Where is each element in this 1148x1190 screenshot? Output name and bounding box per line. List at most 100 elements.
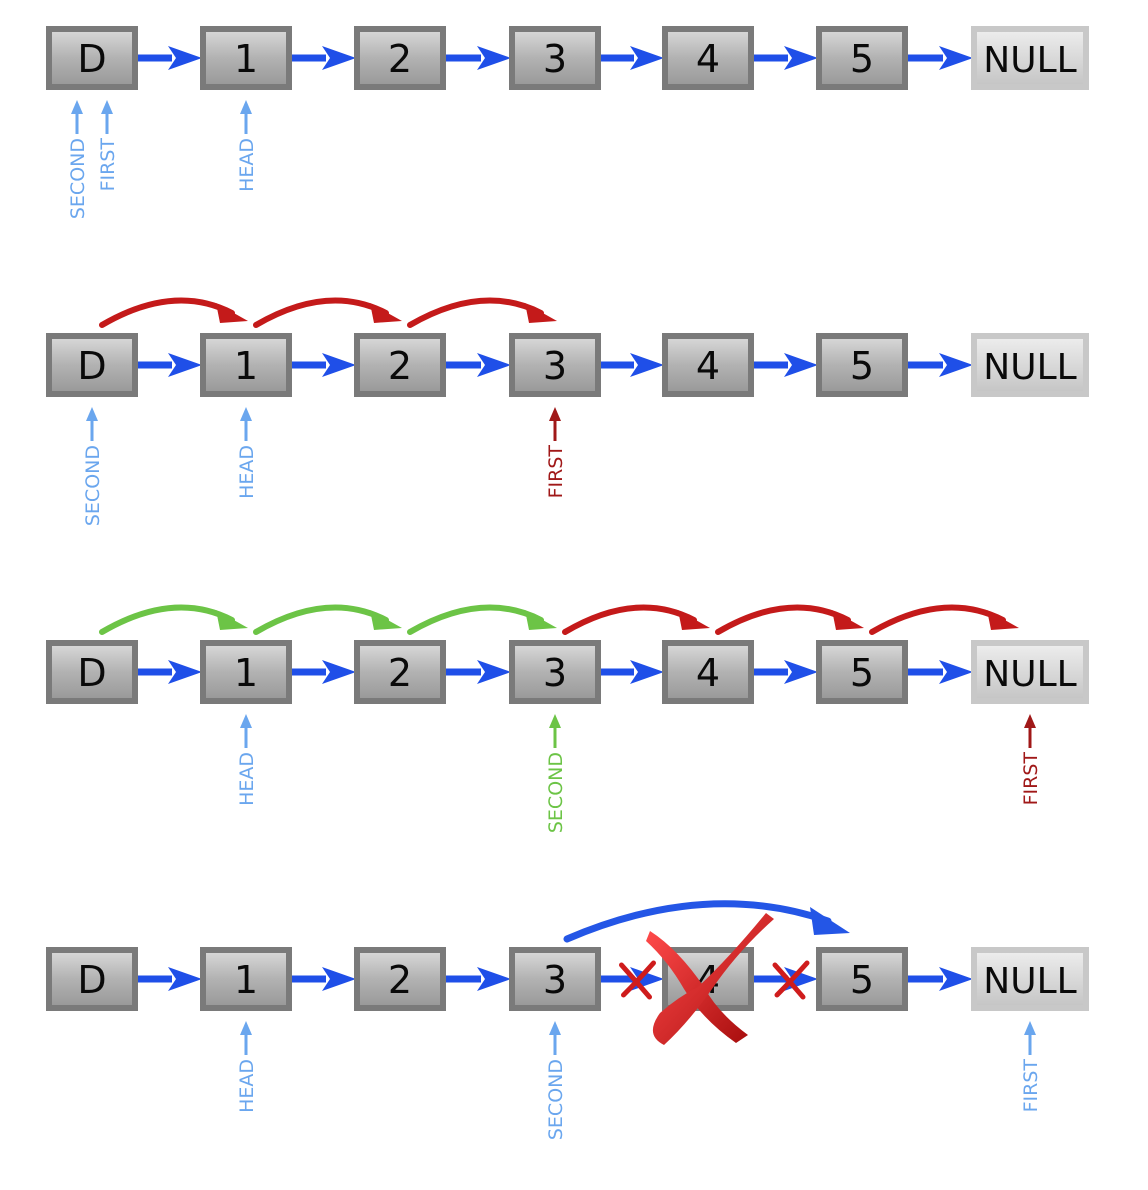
pointer-arrowhead	[549, 714, 561, 728]
node-face	[822, 953, 902, 1005]
link-arrow	[290, 660, 356, 684]
link-arrow	[290, 353, 356, 377]
pointer-label: HEAD	[236, 752, 258, 806]
node-label: 3	[543, 344, 567, 388]
hop-curve	[715, 604, 851, 635]
link-arrow	[752, 960, 818, 1000]
node-1: 1	[200, 640, 292, 704]
node-face	[360, 32, 440, 84]
link-head	[784, 660, 818, 684]
hop-head	[987, 610, 1019, 630]
link-head	[784, 46, 818, 70]
link-arrow	[752, 46, 818, 70]
link-head	[939, 967, 973, 991]
node-label: 1	[234, 651, 258, 695]
link-head	[322, 967, 356, 991]
node-2: 2	[354, 947, 446, 1011]
bypass-head	[810, 907, 850, 935]
node-2: 2	[354, 26, 446, 90]
node-3: 3	[509, 640, 601, 704]
hop-curve	[253, 297, 389, 328]
node-face	[206, 339, 286, 391]
pointer-label: HEAD	[236, 138, 258, 192]
link-arrow	[136, 967, 202, 991]
node-face	[206, 646, 286, 698]
node-D: D	[46, 947, 138, 1011]
link-head	[168, 660, 202, 684]
pointer-first: FIRST	[1020, 714, 1042, 805]
node-label: 1	[234, 958, 258, 1002]
node-label: 4	[696, 344, 720, 388]
node-5: 5	[816, 333, 908, 397]
node-face	[822, 646, 902, 698]
link-head	[477, 353, 511, 377]
pointer-label: FIRST	[545, 445, 567, 499]
node-4: 4	[662, 333, 754, 397]
link-arrow	[906, 967, 973, 991]
small-cross-icon	[774, 960, 810, 998]
hop-arrow	[253, 297, 402, 328]
node-5: 5	[816, 947, 908, 1011]
link-arrow	[136, 46, 202, 70]
node-label: 5	[850, 344, 874, 388]
pointer-label: HEAD	[236, 1059, 258, 1113]
link-arrow	[444, 967, 511, 991]
hop-head	[832, 610, 864, 630]
node-1: 1	[200, 26, 292, 90]
hop-head	[678, 610, 710, 630]
hop-arrow	[869, 604, 1019, 635]
node-face	[360, 646, 440, 698]
pointer-head: HEAD	[236, 1021, 258, 1113]
link-arrow	[599, 960, 664, 1000]
pointer-arrowhead	[71, 100, 83, 114]
pointer-label: SECOND	[545, 752, 567, 833]
pointer-arrowhead	[549, 1021, 561, 1035]
hop-arrow	[407, 297, 557, 328]
small-cross-icon	[621, 960, 656, 998]
node-label: 4	[696, 37, 720, 81]
link-arrow	[444, 353, 511, 377]
pointer-second: SECOND	[545, 1021, 567, 1140]
node-face	[977, 32, 1083, 84]
pointer-first: FIRST	[545, 407, 567, 498]
pointer-label: FIRST	[97, 138, 119, 192]
link-head	[322, 353, 356, 377]
link-head	[168, 46, 202, 70]
node-3: 3	[509, 947, 601, 1011]
hop-arrow	[99, 297, 248, 328]
node-label: NULL	[983, 347, 1076, 388]
node-label: 3	[543, 37, 567, 81]
link-head	[322, 46, 356, 70]
hop-head	[525, 610, 557, 630]
node-5: 5	[816, 640, 908, 704]
node-label: 2	[388, 958, 412, 1002]
link-arrow	[752, 353, 818, 377]
pointer-arrowhead	[1024, 714, 1036, 728]
node-label: 1	[234, 344, 258, 388]
node-label: D	[77, 651, 106, 695]
pointer-arrowhead	[549, 407, 561, 421]
link-head	[168, 967, 202, 991]
node-3: 3	[509, 26, 601, 90]
node-label: 2	[388, 344, 412, 388]
pointer-first: FIRST	[1020, 1021, 1042, 1112]
hop-curve	[253, 604, 389, 635]
node-1: 1	[200, 333, 292, 397]
link-head	[477, 46, 511, 70]
delete-cross-icon	[646, 913, 774, 1045]
pointer-arrowhead	[240, 714, 252, 728]
node-face	[360, 953, 440, 1005]
node-label: 3	[543, 651, 567, 695]
hop-arrow	[99, 604, 248, 635]
hop-curve	[407, 604, 544, 635]
hop-curve	[562, 604, 697, 635]
node-label: 1	[234, 37, 258, 81]
node-label: D	[77, 344, 106, 388]
node-label: NULL	[983, 40, 1076, 81]
node-face	[52, 32, 132, 84]
null-node: NULL	[971, 26, 1089, 90]
pointer-second: SECOND	[545, 714, 567, 833]
link-arrow	[290, 967, 356, 991]
